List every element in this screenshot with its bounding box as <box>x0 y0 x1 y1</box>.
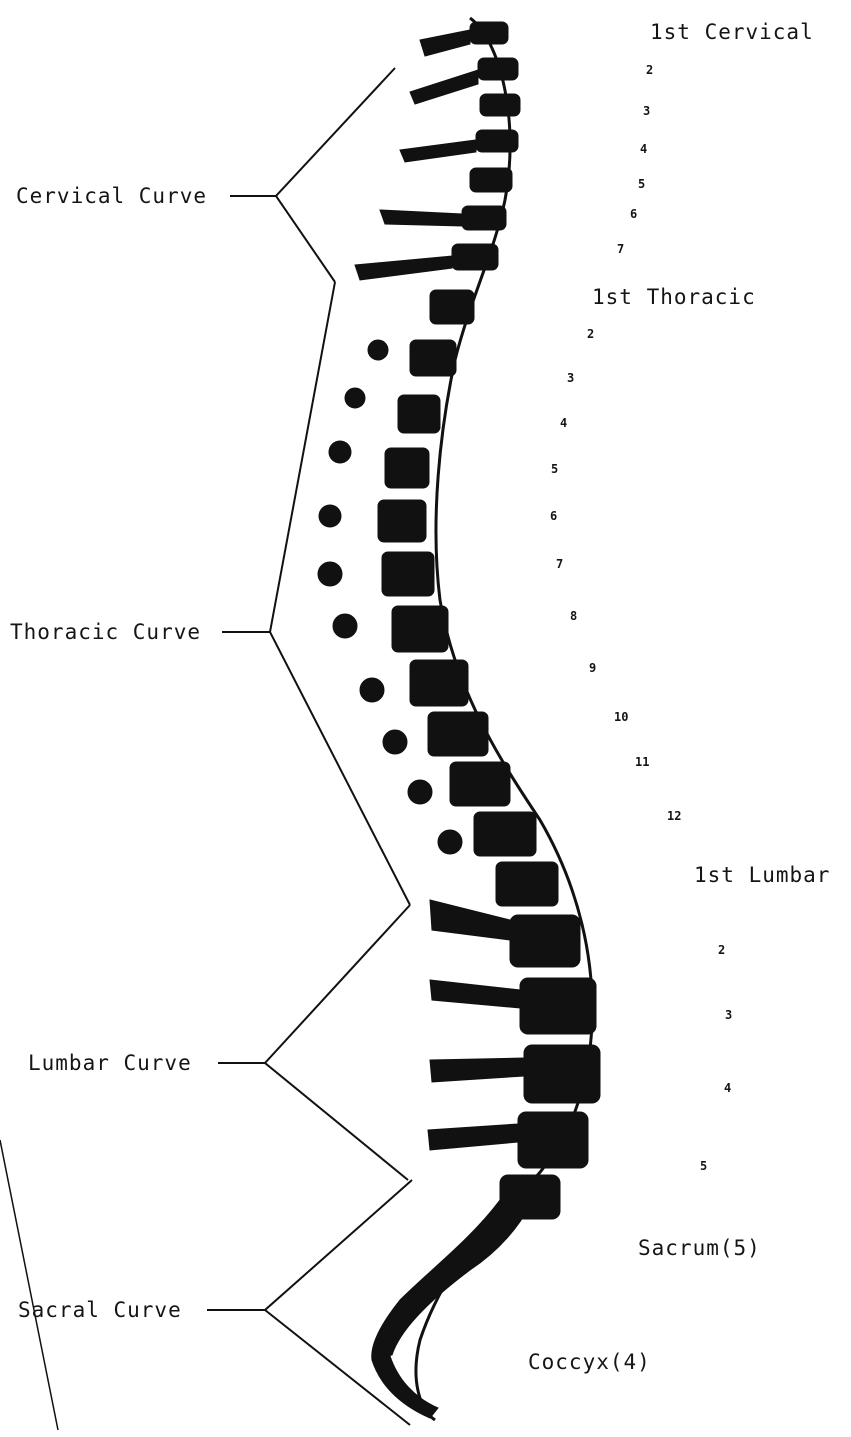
thoracic-number: 5 <box>551 462 558 476</box>
lumbar-curve-label: Lumbar Curve <box>28 1051 192 1075</box>
thoracic-number: 3 <box>567 371 574 385</box>
thoracic-number: 4 <box>560 416 567 430</box>
lumbar-number: 4 <box>724 1081 731 1095</box>
lumbar-number: 2 <box>718 943 725 957</box>
lumbar-vertebrae <box>428 900 600 1219</box>
lumbar-bracket <box>265 905 410 1180</box>
cervical-number: 3 <box>643 104 650 118</box>
thoracic-number: 6 <box>550 509 557 523</box>
lumbar-number: 3 <box>725 1008 732 1022</box>
cervical-curve-label: Cervical Curve <box>16 184 207 208</box>
sacrum-label: Sacrum(5) <box>638 1236 761 1260</box>
sacrum-coccyx <box>372 1200 530 1418</box>
thoracic-number: 7 <box>556 557 563 571</box>
thoracic-curve-label: Thoracic Curve <box>10 620 201 644</box>
sacral-curve-label: Sacral Curve <box>18 1298 182 1322</box>
thoracic-number: 10 <box>614 710 628 724</box>
cervical-number: 2 <box>646 63 653 77</box>
bracket-lines <box>0 68 412 1430</box>
thoracic-number: 9 <box>589 661 596 675</box>
lumbar-number: 5 <box>700 1159 707 1173</box>
thoracic-number: 12 <box>667 809 681 823</box>
cervical-number: 5 <box>638 177 645 191</box>
first-cervical-label: 1st Cervical <box>650 20 814 44</box>
coccyx-label: Coccyx(4) <box>528 1350 651 1374</box>
thoracic-number: 8 <box>570 609 577 623</box>
cervical-number: 6 <box>630 207 637 221</box>
thoracic-number: 2 <box>587 327 594 341</box>
cervical-bracket <box>276 68 395 282</box>
cervical-number: 7 <box>617 242 624 256</box>
cervical-number: 4 <box>640 142 647 156</box>
spine-illustration <box>318 18 600 1420</box>
thoracic-number: 11 <box>635 755 649 769</box>
thoracic-vertebrae <box>318 290 558 906</box>
first-lumbar-label: 1st Lumbar <box>694 863 830 887</box>
first-thoracic-label: 1st Thoracic <box>592 285 756 309</box>
